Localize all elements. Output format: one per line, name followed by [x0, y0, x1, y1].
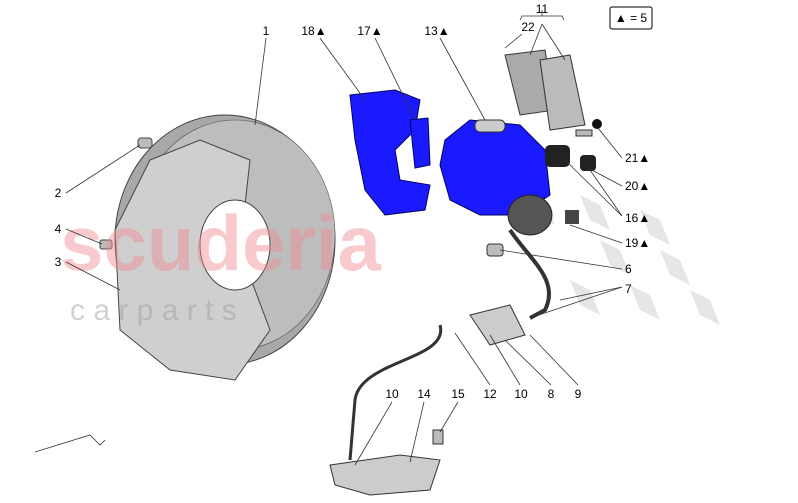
callout-14: 14	[417, 387, 431, 401]
watermark-checker	[520, 190, 720, 325]
callout-6: 6	[625, 262, 632, 276]
brake-pads	[504, 49, 602, 137]
callout-16: 16▲	[625, 211, 650, 225]
callout-1: 1	[263, 24, 270, 38]
caliper-bracket	[349, 89, 431, 216]
brake-pipe	[348, 324, 443, 461]
callout-18: 18▲	[301, 24, 326, 38]
callout-15: 15	[451, 387, 465, 401]
callout-8: 8	[548, 387, 555, 401]
legend-box	[609, 6, 653, 30]
callout-20: 20▲	[625, 179, 650, 193]
pipe-bracket	[329, 454, 441, 496]
legend-text: ▲ = 5	[615, 11, 648, 25]
bolt-6	[486, 243, 504, 257]
callout-17: 17▲	[357, 24, 382, 38]
bolt-2	[137, 137, 153, 149]
callout-11: 11	[536, 2, 549, 16]
callout-12: 12	[483, 387, 497, 401]
leader-lines	[34, 10, 623, 466]
brake-disc	[114, 114, 336, 381]
bolt-15	[432, 429, 444, 445]
callout-22: 22	[521, 20, 535, 34]
callout-3: 3	[55, 255, 62, 269]
callouts: 1 18▲ 17▲ 13▲ 11 22 21▲ 20▲ 16▲ 19▲ 6 7 …	[55, 2, 651, 401]
bolt-4	[99, 239, 113, 250]
watermark-sub: c a r p a r t s	[70, 294, 237, 327]
watermark-brand: scuderia	[60, 199, 381, 287]
callout-2: 2	[55, 186, 62, 200]
brake-caliper	[439, 119, 596, 236]
callout-21: 21▲	[625, 151, 650, 165]
callout-19: 19▲	[625, 236, 650, 250]
callout-10: 10	[514, 387, 528, 401]
callout-10b: 10	[385, 387, 399, 401]
callout-4: 4	[55, 222, 62, 236]
brake-hose	[508, 228, 552, 320]
callout-7: 7	[625, 282, 632, 296]
callout-13: 13▲	[424, 24, 449, 38]
hose-bracket	[469, 304, 526, 346]
callout-9: 9	[575, 387, 582, 401]
